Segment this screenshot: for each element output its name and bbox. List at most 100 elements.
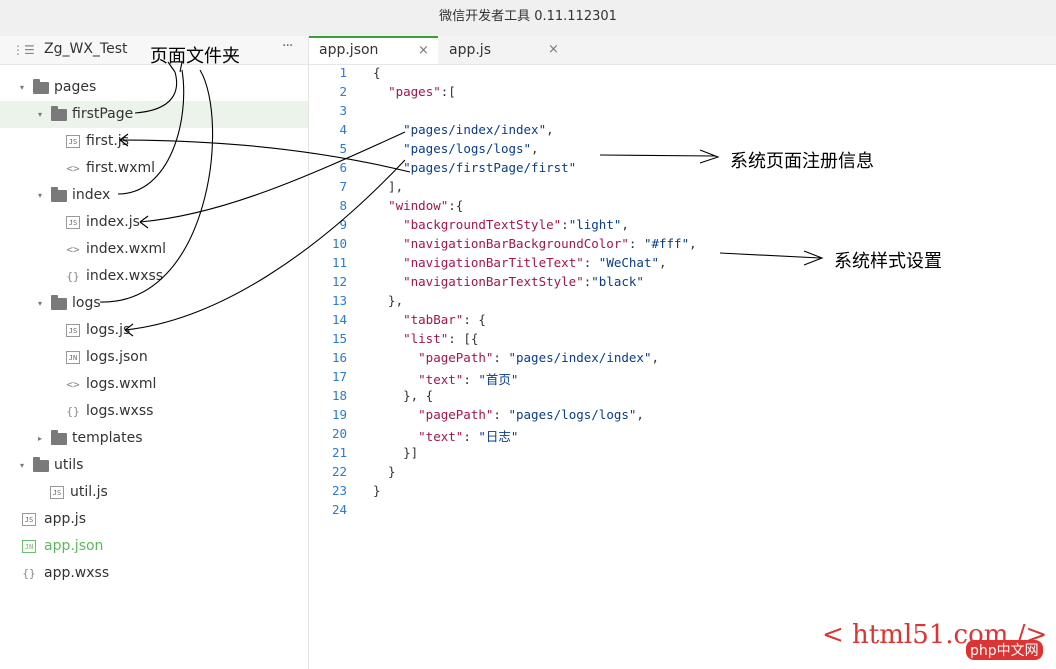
close-icon[interactable]: ×	[418, 43, 429, 58]
tree-item-logs[interactable]: ▾ logs	[0, 290, 308, 317]
tree-item-label: first.wxml	[86, 160, 156, 176]
tree-item-first-wxml[interactable]: <> first.wxml	[0, 155, 308, 182]
code-line: "text": "日志"	[418, 429, 519, 444]
tree-item-logs-js[interactable]: JS logs.js	[0, 317, 308, 344]
tab-app-js[interactable]: app.js ×	[438, 36, 568, 64]
tree-item-label: index.wxss	[86, 268, 164, 284]
tree-item-label: logs.js	[86, 322, 131, 338]
tree-item-index[interactable]: ▾index	[0, 182, 308, 209]
window-titlebar: 微信开发者工具 0.11.112301	[0, 0, 1056, 36]
code-line: }	[373, 483, 381, 498]
tree-item-util-js[interactable]: JS util.js	[0, 479, 308, 506]
tree-item-app-wxss[interactable]: {}app.wxss	[0, 560, 308, 587]
tree-item-index-js[interactable]: JS index.js	[0, 209, 308, 236]
line-number: 9	[339, 217, 347, 232]
line-number: 14	[331, 312, 347, 327]
more-options-button[interactable]: ···	[282, 38, 293, 54]
line-number: 24	[331, 502, 347, 517]
line-number: 22	[331, 464, 347, 479]
chevron-down-icon[interactable]: ▾	[38, 299, 43, 308]
wxss-file-icon: {}	[66, 270, 80, 283]
tree-item-logs-wxss[interactable]: {} logs.wxss	[0, 398, 308, 425]
line-number: 15	[331, 331, 347, 346]
code-line: }, {	[373, 388, 434, 403]
line-number: 20	[331, 426, 347, 441]
code-line: "window":{	[388, 198, 464, 213]
tree-item-label: app.js	[44, 511, 86, 527]
tab-label: app.js	[449, 42, 491, 58]
tree-item-utils[interactable]: ▾ utils	[0, 452, 308, 479]
chevron-down-icon[interactable]: ▾	[20, 83, 25, 92]
tree-item-label: index.wxml	[86, 241, 167, 257]
js-file-icon: JS	[66, 216, 80, 229]
tree-item-pages[interactable]: ▾ pages	[0, 74, 308, 101]
code-line: "pages":[	[388, 84, 456, 99]
folder-icon	[33, 79, 49, 94]
json-file-icon: JN	[22, 540, 36, 553]
folder-icon	[51, 430, 67, 445]
line-number: 18	[331, 388, 347, 403]
window-title: 微信开发者工具 0.11.112301	[439, 9, 617, 24]
code-line: "backgroundTextStyle":"light",	[403, 217, 629, 232]
wxml-file-icon: <>	[66, 162, 80, 175]
tree-item-label: util.js	[70, 484, 108, 500]
code-line: }]	[373, 445, 419, 460]
code-line: "pages/index/index",	[403, 122, 554, 137]
line-number: 1	[339, 65, 347, 80]
line-number: 16	[331, 350, 347, 365]
line-number: 6	[339, 160, 347, 175]
chevron-down-icon[interactable]: ▾	[38, 110, 43, 119]
js-file-icon: JS	[50, 486, 64, 499]
tree-item-label: app.json	[44, 538, 104, 554]
line-number: 23	[331, 483, 347, 498]
line-number: 11	[331, 255, 347, 270]
tab-app-json[interactable]: app.json ×	[309, 36, 438, 64]
tree-item-index-wxml[interactable]: <>index.wxml	[0, 236, 308, 263]
code-line: "tabBar": {	[403, 312, 486, 327]
line-number: 4	[339, 122, 347, 137]
close-icon[interactable]: ×	[548, 42, 559, 57]
line-number: 3	[339, 103, 347, 118]
chevron-right-icon[interactable]: ▸	[38, 434, 43, 443]
tree-item-label: index.js	[86, 214, 140, 230]
project-tree-icon[interactable]: ⋮☰	[12, 43, 35, 57]
tree-item-logs-wxml[interactable]: <>logs.wxml	[0, 371, 308, 398]
line-number: 8	[339, 198, 347, 213]
tree-item-label: utils	[54, 457, 84, 473]
chevron-down-icon[interactable]: ▾	[38, 191, 43, 200]
code-line: }	[373, 464, 396, 479]
annotation-window-note: 系统样式设置	[834, 251, 942, 272]
tree-item-app-json[interactable]: JN app.json	[0, 533, 308, 560]
tree-item-logs-json[interactable]: JN logs.json	[0, 344, 308, 371]
tree-item-app-js[interactable]: JS app.js	[0, 506, 308, 533]
code-line: "text": "首页"	[418, 372, 519, 387]
tree-item-firstPage[interactable]: ▾ firstPage	[0, 101, 308, 128]
line-number: 19	[331, 407, 347, 422]
tree-item-templates[interactable]: ▸templates	[0, 425, 308, 452]
tree-item-index-wxss[interactable]: {} index.wxss	[0, 263, 308, 290]
code-line: },	[373, 293, 404, 308]
wxss-file-icon: {}	[66, 405, 80, 418]
tree-item-label: logs	[72, 295, 101, 311]
code-line: ],	[373, 179, 404, 194]
code-line: "navigationBarBackgroundColor": "#fff",	[403, 236, 697, 251]
tree-item-label: logs.json	[86, 349, 148, 365]
line-number: 21	[331, 445, 347, 460]
tree-item-label: logs.wxss	[86, 403, 154, 419]
tree-item-label: pages	[54, 79, 97, 95]
line-number: 13	[331, 293, 347, 308]
folder-icon	[33, 457, 49, 472]
tree-item-label: firstPage	[72, 106, 134, 122]
js-file-icon: JS	[22, 513, 36, 526]
line-number: 5	[339, 141, 347, 156]
chevron-down-icon[interactable]: ▾	[20, 461, 25, 470]
code-line: "pagePath": "pages/index/index",	[418, 350, 660, 365]
editor-tabs: app.json × app.js ×	[309, 36, 1056, 65]
json-file-icon: JN	[66, 351, 80, 364]
js-file-icon: JS	[66, 324, 80, 337]
code-line: "pages/logs/logs",	[403, 141, 539, 156]
wxml-file-icon: <>	[66, 378, 80, 391]
